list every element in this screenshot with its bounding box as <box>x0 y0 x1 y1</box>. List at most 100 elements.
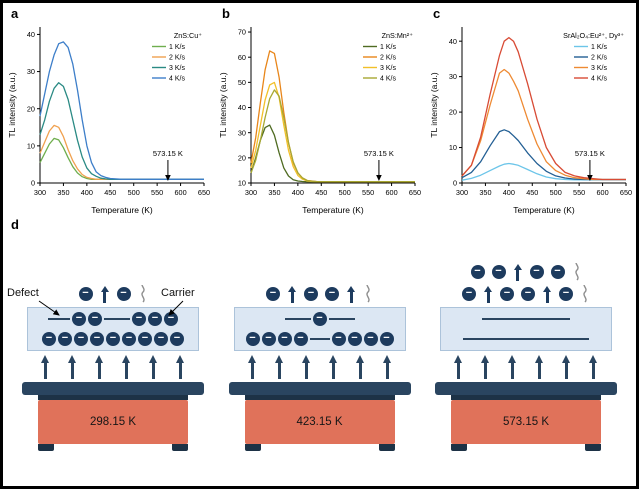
trap-row: −−−−−−−−− <box>28 331 198 347</box>
trap-row: −−−−− <box>28 311 198 327</box>
stages-row: −−−−−−−−−−−−−−−−298.15 K−−−−−−−−−−−−423.… <box>3 217 636 451</box>
escape-row: −− <box>78 285 148 303</box>
electron-icon: − <box>170 331 184 346</box>
heater-base: 298.15 K <box>38 400 188 444</box>
material-box: −−−−−−−−−−−−−− <box>27 307 199 351</box>
electron-icon: − <box>116 287 131 301</box>
y-tick-label: 70 <box>238 28 246 37</box>
heat-arrow-icon <box>94 355 105 379</box>
heat-arrow-icon <box>534 355 545 379</box>
panel-b-letter: b <box>222 6 230 21</box>
heater-base: 423.15 K <box>244 400 395 444</box>
x-tick-label: 600 <box>385 188 397 197</box>
x-tick-label: 500 <box>339 188 351 197</box>
electron-icon: − <box>500 287 514 301</box>
electron-icon: − <box>331 331 346 346</box>
x-tick-label: 550 <box>573 188 585 197</box>
panel-c-letter: c <box>433 6 441 21</box>
heater-feet <box>451 444 601 451</box>
heater-feet <box>38 444 188 451</box>
electron-icon: − <box>277 331 292 346</box>
electron-icon: − <box>521 287 535 301</box>
y-tick-label: 40 <box>27 30 35 39</box>
defect-level-line <box>463 337 589 340</box>
electron-icon: − <box>559 287 573 301</box>
y-tick-label: 30 <box>238 128 246 137</box>
defect-level-line <box>328 318 355 321</box>
legend-label: 4 K/s <box>169 76 185 83</box>
annotation-text: 573.15 K <box>364 149 394 158</box>
electron-icon: − <box>138 331 152 346</box>
heat-arrow-icon <box>247 355 258 379</box>
y-tick-label: 50 <box>238 78 246 87</box>
legend-label: 1 K/s <box>591 44 607 51</box>
electron-icon: − <box>245 331 260 346</box>
annotation-arrowhead <box>587 175 593 181</box>
y-axis-label: TL intensity (a.u.) <box>429 72 439 138</box>
heater-plate <box>228 382 411 395</box>
electron-icon: − <box>312 312 327 327</box>
electron-icon: − <box>132 312 146 327</box>
x-tick-label: 450 <box>104 188 116 197</box>
defect-label: Defect <box>7 287 39 299</box>
y-tick-label: 30 <box>449 72 457 81</box>
heat-arrow-icon <box>121 355 132 379</box>
escape-row: −−−− <box>462 285 590 303</box>
electron-icon: − <box>42 331 56 346</box>
heater-foot <box>172 444 188 451</box>
electron-icon: − <box>304 287 318 301</box>
escape-area: −−−−−−−− <box>462 223 590 303</box>
electron-icon: − <box>122 331 136 346</box>
x-tick-label: 600 <box>174 188 186 197</box>
electron-icon: − <box>363 331 378 346</box>
annotation-text: 573.15 K <box>153 149 183 158</box>
x-tick-label: 550 <box>362 188 374 197</box>
electron-icon: − <box>379 331 394 346</box>
heater-neck <box>244 395 395 400</box>
y-tick-label: 30 <box>27 67 35 76</box>
x-tick-label: 350 <box>268 188 280 197</box>
heater-plate <box>435 382 617 395</box>
trap-row <box>441 311 611 327</box>
heater-base: 573.15 K <box>451 400 601 444</box>
panel-a-letter: a <box>11 6 19 21</box>
electron-icon: − <box>90 331 104 346</box>
y-tick-label: 20 <box>27 104 35 113</box>
heat-arrow-icon <box>355 355 366 379</box>
heat-arrows <box>453 353 599 381</box>
y-tick-label: 20 <box>449 108 457 117</box>
electron-icon: − <box>462 287 476 301</box>
x-tick-label: 400 <box>292 188 304 197</box>
x-tick-label: 500 <box>128 188 140 197</box>
y-tick-label: 60 <box>238 53 246 62</box>
heater-plate <box>22 382 204 395</box>
y-axis-label: TL intensity (a.u.) <box>7 72 17 138</box>
electron-icon: − <box>261 331 276 346</box>
heater-foot <box>451 444 467 451</box>
heat-arrow-icon <box>507 355 518 379</box>
stage-573-15-K: −−−−−−−−573.15 K <box>428 223 624 451</box>
legend-label: 2 K/s <box>591 55 607 62</box>
escape-row: −−− <box>266 285 373 303</box>
heater-foot <box>38 444 54 451</box>
heat-arrow-icon <box>301 355 312 379</box>
legend-label: 2 K/s <box>380 55 396 62</box>
heat-arrow-icon <box>382 355 393 379</box>
electron-icon: − <box>325 287 339 301</box>
heat-arrow-icon <box>40 355 51 379</box>
heater-neck <box>451 395 601 400</box>
up-arrow-icon <box>513 263 523 281</box>
electron-icon: − <box>293 331 308 346</box>
electron-icon: − <box>491 265 506 279</box>
x-axis-label: Temperature (K) <box>91 205 153 215</box>
heat-arrow-icon <box>67 355 78 379</box>
electron-icon: − <box>347 331 362 346</box>
x-tick-label: 350 <box>57 188 69 197</box>
heat-squiggle-icon <box>574 263 579 281</box>
carrier-label: Carrier <box>161 287 195 299</box>
heater-neck <box>38 395 188 400</box>
electron-icon: − <box>72 312 86 327</box>
material-box: −−−−−−−−− <box>233 307 406 351</box>
